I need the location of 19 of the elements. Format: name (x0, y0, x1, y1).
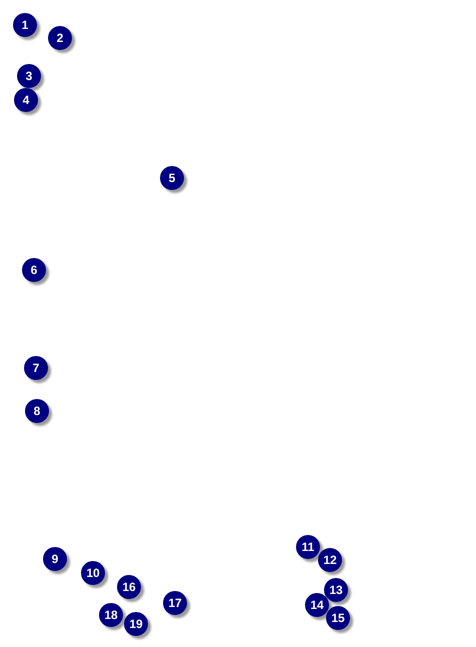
callout-number: 4 (14, 88, 38, 112)
callout-number: 12 (318, 548, 342, 572)
callout-number: 1 (13, 13, 37, 37)
callout-number: 13 (324, 578, 348, 602)
callout-number: 8 (25, 399, 49, 423)
callout-number: 2 (48, 26, 72, 50)
callout-number: 11 (296, 535, 320, 559)
callout-number: 9 (43, 547, 67, 571)
callout-number: 6 (22, 258, 46, 282)
callout-number: 15 (326, 606, 350, 630)
callout-number: 18 (99, 603, 123, 627)
callout-number: 16 (117, 575, 141, 599)
callout-number: 19 (124, 612, 148, 636)
callout-number: 17 (163, 591, 187, 615)
callout-number: 10 (81, 561, 105, 585)
callout-number: 3 (17, 64, 41, 88)
callout-number: 5 (160, 166, 184, 190)
callout-number: 14 (305, 593, 329, 617)
callout-number: 7 (24, 356, 48, 380)
